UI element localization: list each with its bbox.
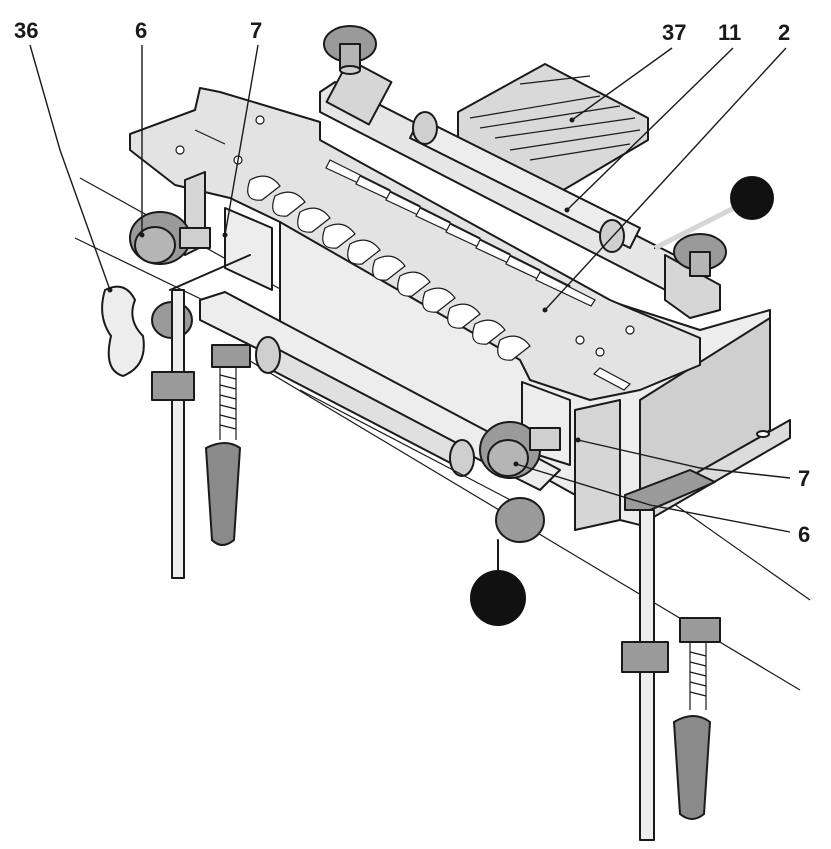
callout-11: 11 xyxy=(718,20,741,45)
rear-knob-left-icon xyxy=(323,25,377,75)
left-knob-6-icon xyxy=(129,211,211,265)
right-clamp xyxy=(621,469,721,841)
front-lower-knob-icon xyxy=(470,497,545,626)
callout-37: 37 xyxy=(662,20,686,45)
callout-7-right: 7 xyxy=(798,466,810,491)
callout-7-top: 7 xyxy=(250,18,262,43)
callout-2: 2 xyxy=(778,20,790,45)
right-knob-6-icon xyxy=(479,421,561,479)
rear-knob-right-icon xyxy=(673,233,727,277)
template-plate xyxy=(129,87,701,401)
callout-6-right: 6 xyxy=(798,522,810,547)
leader-lines xyxy=(29,44,791,533)
template-fingers xyxy=(247,159,596,361)
callout-labels: 36 6 7 37 11 2 7 6 xyxy=(14,18,810,547)
left-clamp xyxy=(151,289,251,579)
front-rod xyxy=(199,291,561,506)
callout-6-top: 6 xyxy=(135,18,147,43)
callout-36: 36 xyxy=(14,18,38,43)
rear-lever-ball-icon xyxy=(653,176,774,251)
